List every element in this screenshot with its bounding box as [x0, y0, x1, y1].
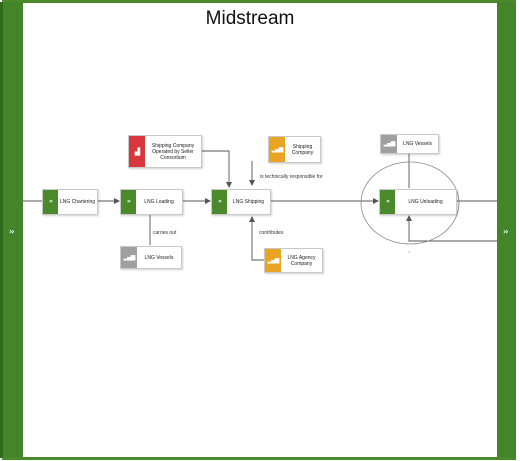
- double-chevron-icon: ››: [386, 198, 390, 205]
- external-org-seller-consortium[interactable]: ▟ Shipping Company Operated by Seller Co…: [128, 135, 202, 168]
- connection-label-carries-out: carries out: [153, 230, 177, 236]
- double-chevron-icon: ››: [49, 198, 53, 205]
- org-unit-shipping-company[interactable]: ▂▄▆ Shipping Company: [268, 136, 321, 163]
- previous-stage-band[interactable]: ››: [3, 2, 23, 458]
- factory-icon: ▟: [134, 147, 140, 156]
- double-chevron-icon: ››: [218, 198, 222, 205]
- left-band-edge: [0, 2, 3, 458]
- double-chevron-icon: ››: [9, 227, 15, 236]
- double-chevron-icon: ››: [503, 227, 509, 236]
- lane-bottom-border: [2, 457, 516, 460]
- resource-label: LNG Vessels: [144, 254, 174, 261]
- connection-label-responsible: is technically responsible for: [260, 174, 323, 180]
- edge-agency-contributes: [249, 216, 264, 261]
- highlight-ellipse: [360, 161, 460, 245]
- process-step-lng-shipping[interactable]: ›› LNG Shipping: [211, 189, 271, 215]
- resource-label: LNG Agency Company: [287, 254, 316, 267]
- edge-return-unloading: [406, 215, 497, 242]
- resource-label: Shipping Company Operated by Seller Cons…: [151, 142, 195, 161]
- asset-lng-vessels-top[interactable]: ▂▄▆ LNG Vessels: [380, 134, 439, 154]
- resource-label: Shipping Company: [291, 143, 314, 156]
- small-dot: [408, 251, 410, 253]
- resource-label: LNG Vessels: [403, 141, 432, 147]
- double-chevron-icon: ››: [127, 198, 131, 205]
- connection-label-contributes: contributes: [259, 230, 284, 236]
- bar-chart-icon: ▂▄▆: [383, 140, 396, 147]
- step-label: LNG Chartering: [59, 199, 95, 205]
- step-label: LNG Shipping: [232, 199, 265, 205]
- process-step-lng-chartering[interactable]: ›› LNG Chartering: [42, 189, 98, 215]
- step-label: LNG Unloading: [408, 199, 443, 205]
- process-step-lng-unloading[interactable]: ›› LNG Unloading: [379, 189, 457, 215]
- step-label: LNG Loading: [144, 199, 174, 205]
- next-stage-band[interactable]: ››: [497, 2, 516, 458]
- org-unit-lng-agency-company[interactable]: ▂▄▆ LNG Agency Company: [264, 248, 323, 273]
- bar-chart-icon: ▂▄▆: [271, 145, 284, 153]
- process-step-lng-loading[interactable]: ›› LNG Loading: [120, 189, 183, 215]
- edge-seller-to-shipping: [200, 150, 232, 188]
- asset-lng-vessels-bottom[interactable]: ▂▄▆ LNG Vessels: [120, 246, 182, 269]
- bar-chart-icon: ▂▄▆: [267, 256, 280, 264]
- lane-title: Midstream: [205, 8, 295, 29]
- lane-top-border: [2, 0, 516, 3]
- bar-chart-icon: ▂▄▆: [123, 253, 136, 261]
